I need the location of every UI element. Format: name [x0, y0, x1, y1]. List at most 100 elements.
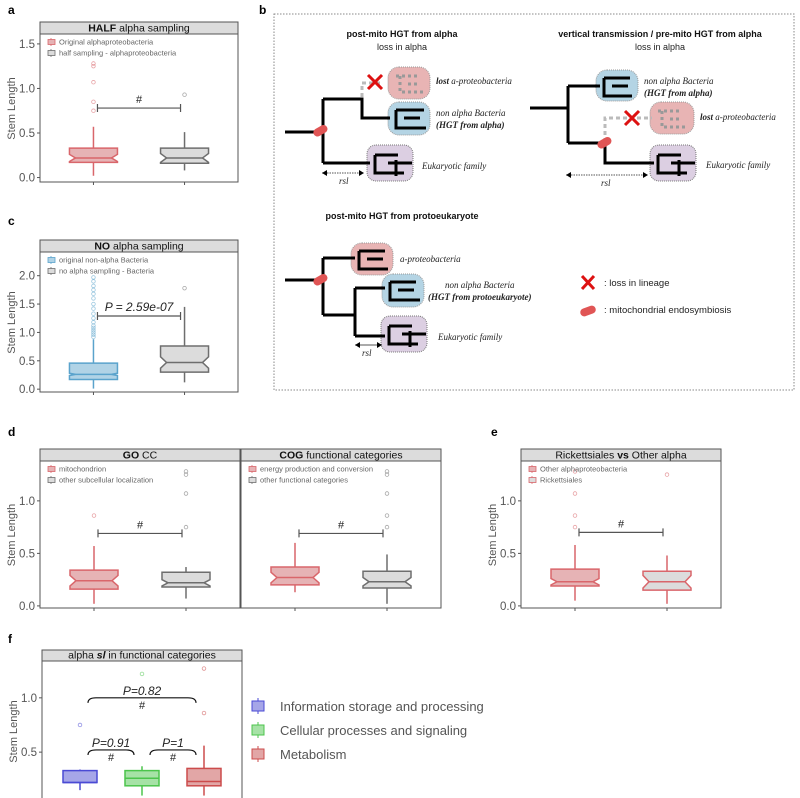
box-1 [159, 285, 210, 383]
y-axis-label: Stem Length [8, 700, 20, 762]
strip-title: NO alpha sampling [94, 241, 183, 253]
mito-icon [313, 125, 328, 137]
outlier-point [91, 296, 96, 301]
box-1 [362, 469, 412, 604]
legend-key-box [47, 477, 56, 483]
significance-bar [96, 104, 182, 113]
outlier-point [91, 301, 96, 307]
box-0 [62, 722, 98, 791]
legend-key-box [251, 748, 265, 760]
outlier-point [384, 513, 390, 518]
outlier-point [572, 513, 578, 518]
nonalpha-tree-icon [394, 108, 426, 130]
scenario2-nonalpha-line2: (HGT from alpha) [644, 88, 713, 98]
significance-bar [578, 528, 664, 537]
legend-key-box [47, 268, 56, 274]
nonalpha-tree-icon [388, 280, 420, 302]
outlier-point [91, 61, 96, 66]
outlier-point [91, 108, 96, 113]
legend-key-box [528, 466, 537, 472]
box-0 [68, 275, 119, 389]
y-tick-label: 0.0 [500, 601, 516, 613]
legend-key-box [251, 724, 265, 736]
key-mito-label: : mitochondrial endosymbiosis [604, 305, 732, 316]
outlier-point [91, 513, 97, 518]
significance-label: # [136, 94, 143, 106]
comparison-pvalue: P=0.82 [123, 684, 162, 698]
legend-key-box [248, 466, 257, 472]
comparison-bracket [87, 697, 197, 703]
y-tick-label: 0.5 [500, 548, 516, 560]
outlier-point [91, 332, 96, 337]
legend-key-box [251, 700, 265, 712]
outlier-point [91, 283, 96, 289]
y-tick-label: 0.5 [19, 128, 35, 140]
diagram-key: : loss in lineage : mitochondrial endosy… [580, 274, 732, 317]
alpha-tree-icon [357, 249, 388, 271]
legend-label: Rickettsiales [540, 476, 582, 485]
box-body [62, 769, 98, 784]
box-1 [124, 671, 160, 796]
legend-label: original non-alpha Bacteria [59, 256, 149, 265]
y-axis-label: Stem Length [487, 504, 499, 566]
scenario3-euk-label: Eukaryotic family [437, 332, 502, 342]
y-tick-label: 1.0 [19, 327, 35, 339]
scenario1-title: post-mito HGT from alpha [347, 29, 459, 39]
box-body [550, 568, 600, 587]
significance-label: # [338, 519, 345, 531]
scenario2-lost-label: lost a-proteobacteria [700, 112, 776, 122]
lost-alpha-tree-icon [396, 74, 424, 94]
legend-label: Information storage and processing [280, 699, 484, 714]
rsl-arrow [355, 342, 382, 348]
y-tick-label: 1.0 [19, 83, 35, 95]
outlier-point [384, 469, 390, 474]
panel-label-b: b [259, 3, 266, 17]
cross-icon [580, 274, 596, 291]
comparison-label: # [108, 752, 115, 764]
y-tick-label: 0.0 [19, 173, 35, 185]
y-tick-label: 0.5 [21, 747, 37, 759]
box-0 [69, 513, 119, 604]
scenario1-subtitle: loss in alpha [377, 42, 427, 52]
box-2 [186, 666, 222, 796]
outlier-point [182, 285, 187, 291]
strip-title: GO CC [123, 450, 158, 462]
outlier-point [182, 92, 187, 97]
outlier-point [91, 99, 96, 105]
y-axis-label: Stem Length [6, 77, 18, 139]
significance-label: P = 2.59e-07 [105, 300, 175, 314]
chart-alpha-sl-functional: alpha sl in functional categories0.51.0S… [8, 649, 243, 798]
comparison-bracket [149, 749, 197, 756]
scenario-vertical-transmission: vertical transmission / pre-mito HGT fro… [530, 29, 776, 188]
strip-title: HALF alpha sampling [88, 23, 190, 35]
scenario2-euk-label: Eukaryotic family [705, 160, 770, 170]
y-tick-label: 1.5 [19, 299, 35, 311]
box-1 [159, 92, 210, 171]
significance-bar [298, 529, 384, 538]
legend-label: Metabolism [280, 747, 346, 762]
outlier-point [384, 472, 390, 477]
legend-key-box [248, 477, 257, 483]
outlier-point [572, 491, 578, 496]
strip-title: alpha sl in functional categories [68, 650, 216, 662]
significance-bar [97, 529, 183, 538]
outlier-point [384, 524, 390, 530]
panel-label-a: a [8, 3, 15, 17]
outlier-point [572, 524, 578, 530]
nonalpha-tree-icon [602, 76, 632, 98]
y-tick-label: 0.0 [19, 601, 35, 613]
cross-icon [366, 73, 384, 91]
mito-icon [313, 274, 328, 286]
legend-label: other functional categories [260, 476, 348, 485]
scenario1-euk-label: Eukaryotic family [421, 161, 486, 171]
scenario-post-mito-hgt-alpha: post-mito HGT from alpha loss in alpha l… [285, 29, 512, 186]
comparison-pvalue: P=0.91 [92, 736, 130, 750]
significance-label: # [137, 519, 144, 531]
scenario2-title: vertical transmission / pre-mito HGT fro… [558, 29, 763, 39]
euk-tree-icon [387, 324, 426, 347]
chart-cog-functional: COG functional categories#energy product… [240, 448, 442, 611]
significance-bar [96, 311, 182, 320]
comparison-label: # [139, 700, 146, 712]
